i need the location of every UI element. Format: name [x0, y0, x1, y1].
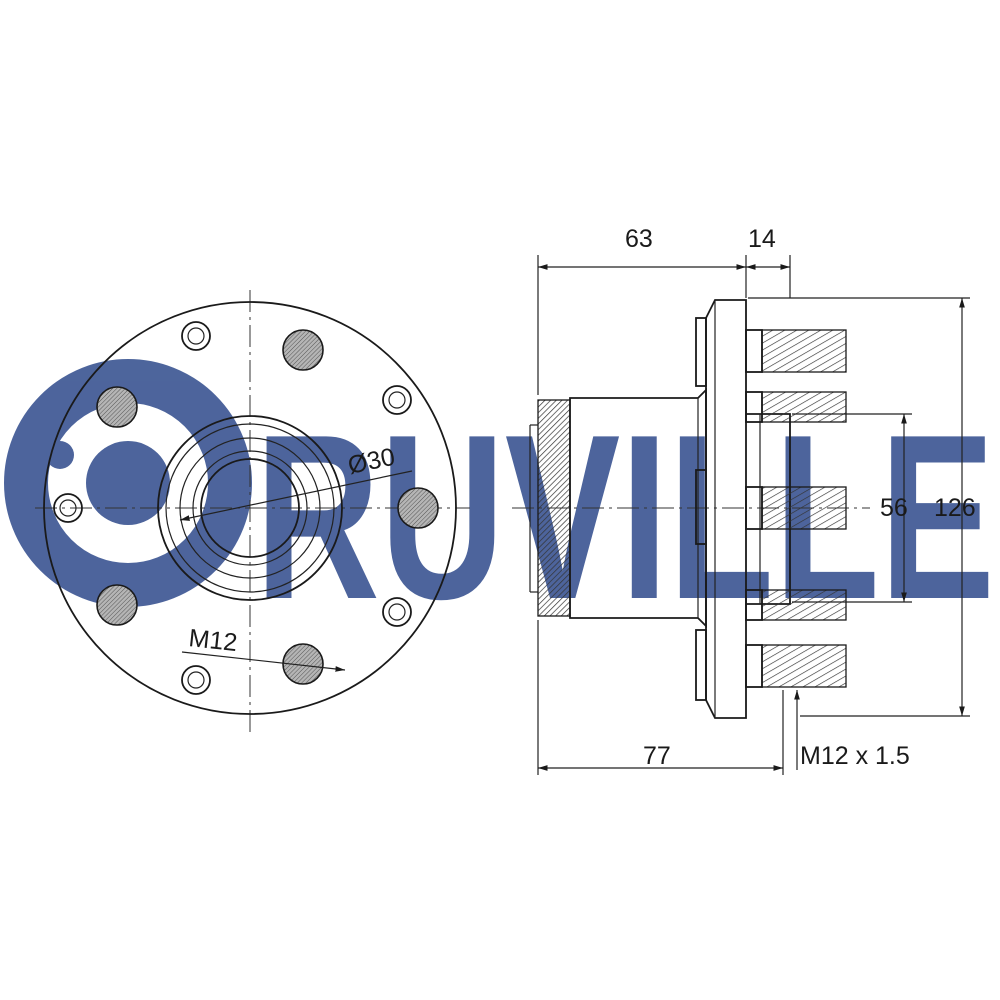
- dim-pilot-diameter: 56: [880, 494, 908, 522]
- wheel-stud: [761, 329, 847, 373]
- hub-step-circle: [179, 437, 321, 579]
- dim-overall-length: 77: [643, 742, 671, 770]
- dim-flange-thickness: 14: [748, 225, 776, 253]
- wheel-stud: [761, 391, 847, 423]
- bore-circle: [200, 458, 300, 558]
- watermark-text: RUVILLE: [255, 385, 995, 648]
- bore-outer-circle: [192, 450, 308, 566]
- bolt-hole: [397, 487, 439, 529]
- bolt-hole: [282, 329, 324, 371]
- flange-outline: [43, 301, 457, 715]
- watermark-logo: RUVILLE: [4, 359, 995, 648]
- hub-outer-circle: [157, 415, 343, 601]
- hub-ring-circle: [165, 423, 335, 593]
- bolt-thread-leader: [181, 651, 346, 672]
- wheel-stud: [761, 486, 847, 530]
- wheel-studs: [745, 329, 847, 688]
- bolt-hole: [96, 584, 138, 626]
- dim-hub-length: 63: [625, 225, 653, 253]
- front-view: Ø30 M12: [35, 290, 470, 735]
- bolt-thread-label: M12: [187, 624, 238, 657]
- mounting-holes: [53, 321, 412, 695]
- wheel-stud: [761, 644, 847, 688]
- side-view: 63 14 77 56 126 M12 x 1.5: [512, 225, 976, 775]
- bore-diameter-leader: [179, 470, 413, 521]
- abs-tone-ring: [537, 399, 571, 617]
- bolt-hole: [96, 386, 138, 428]
- dim-stud-thread: M12 x 1.5: [800, 742, 910, 770]
- watermark-emblem: [4, 359, 252, 607]
- wheel-stud: [761, 589, 847, 621]
- dim-flange-diameter: 126: [934, 494, 976, 522]
- bolt-holes: [96, 329, 439, 685]
- bolt-hole: [282, 643, 324, 685]
